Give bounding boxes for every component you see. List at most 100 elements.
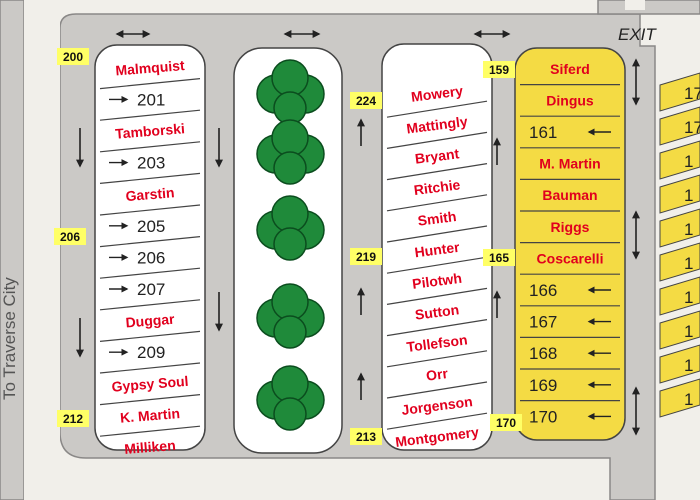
site-left-3[interactable]: 203 <box>99 154 201 184</box>
site-far-right-5[interactable]: 1 <box>659 242 700 282</box>
site-far-right-6[interactable]: 1 <box>659 276 700 316</box>
lot-number-text: 165 <box>489 251 509 265</box>
site-right-1[interactable]: Dingus <box>520 92 620 117</box>
site-middle-0[interactable]: Mowery <box>386 82 488 118</box>
site-right-5[interactable]: Riggs <box>520 219 620 244</box>
lot-number-bg <box>350 428 382 445</box>
site-middle-5[interactable]: Hunter <box>386 239 488 274</box>
site-right-11[interactable]: 170 <box>529 407 611 426</box>
site-right-7[interactable]: 166 <box>520 281 620 307</box>
lot-number-text: 212 <box>63 412 83 426</box>
column-middle-island <box>381 43 493 451</box>
site-middle-3[interactable]: Ritchie <box>386 176 488 212</box>
site-divider <box>386 225 488 243</box>
site-far-right-number: 1 <box>684 390 693 409</box>
traffic-arrows <box>76 30 640 436</box>
site-right-6[interactable]: Coscarelli <box>520 250 620 275</box>
site-name-label: Tamborski <box>115 120 186 141</box>
site-left-4[interactable]: Garstin <box>99 184 201 216</box>
site-left-1[interactable]: 201 <box>99 90 201 121</box>
site-far-right-shape <box>659 208 700 248</box>
site-left-7[interactable]: 207 <box>99 280 201 311</box>
site-far-right-2[interactable]: 1 <box>659 140 700 180</box>
site-middle-2[interactable]: Bryant <box>386 145 488 181</box>
site-far-right-shape <box>659 174 700 214</box>
site-far-right-number: 1 <box>684 322 693 341</box>
lot-number-224: 224 <box>350 92 382 109</box>
lot-number-170: 170 <box>490 414 522 431</box>
lot-number-text: 224 <box>356 94 376 108</box>
site-middle-9[interactable]: Orr <box>386 365 488 399</box>
lot-number-bg <box>54 228 86 245</box>
site-middle-8[interactable]: Tollefson <box>386 331 488 368</box>
site-divider <box>99 330 201 342</box>
site-divider <box>99 172 201 184</box>
lot-number-text: 200 <box>63 50 83 64</box>
site-far-right-shape <box>659 72 700 112</box>
site-right-4[interactable]: Bauman <box>520 187 620 212</box>
site-right-8[interactable]: 167 <box>520 313 620 338</box>
lot-number-bg <box>57 48 89 65</box>
lot-number-text: 170 <box>496 416 516 430</box>
site-number-label: 206 <box>137 248 165 267</box>
site-right-0[interactable]: Siferd <box>520 61 620 86</box>
site-name-label: Mattingly <box>406 113 469 137</box>
site-far-right-number: 1 <box>684 186 693 205</box>
site-far-right-number: 1 <box>684 152 693 171</box>
lot-number-200: 200 <box>57 48 89 65</box>
site-left-6[interactable]: 206 <box>99 248 201 279</box>
lot-number-213: 213 <box>350 428 382 445</box>
lot-number-bg <box>350 92 382 109</box>
site-far-right-0[interactable]: 17 <box>659 72 700 112</box>
site-middle-1[interactable]: Mattingly <box>386 113 488 149</box>
site-divider <box>99 394 201 406</box>
lot-number-212: 212 <box>57 410 89 427</box>
site-right-3[interactable]: M. Martin <box>520 156 620 180</box>
lot-number-text: 213 <box>356 430 376 444</box>
site-left-8[interactable]: Duggar <box>99 311 201 342</box>
site-middle-7[interactable]: Sutton <box>386 301 488 337</box>
site-far-right-8[interactable]: 1 <box>659 344 700 384</box>
site-name-label: K. Martin <box>120 405 181 426</box>
site-far-right-number: 1 <box>684 356 693 375</box>
site-left-12[interactable]: Milliken <box>124 437 176 457</box>
site-far-right-9[interactable]: 1 <box>659 378 700 418</box>
site-divider <box>386 412 488 430</box>
site-left-2[interactable]: Tamborski <box>99 120 201 153</box>
column-middle-sites: MoweryMattinglyBryantRitchieSmithHunterP… <box>386 82 488 450</box>
site-number-label: 169 <box>529 376 557 395</box>
site-name-label: Gypsy Soul <box>111 373 189 395</box>
site-number-label: 207 <box>137 280 165 299</box>
site-right-9[interactable]: 168 <box>520 344 620 370</box>
site-far-right-number: 1 <box>684 220 693 239</box>
site-left-10[interactable]: Gypsy Soul <box>99 373 201 406</box>
site-right-2[interactable]: 161 <box>520 123 620 149</box>
lot-number-bg <box>57 410 89 427</box>
site-divider <box>99 204 201 216</box>
site-far-right-1[interactable]: 17 <box>659 106 700 146</box>
site-name-label: Ritchie <box>413 176 462 198</box>
site-far-right-shape <box>659 378 700 418</box>
site-far-right-4[interactable]: 1 <box>659 208 700 248</box>
site-middle-4[interactable]: Smith <box>386 208 488 243</box>
site-far-right-shape <box>659 242 700 282</box>
site-left-5[interactable]: 205 <box>99 217 201 248</box>
site-far-right-3[interactable]: 1 <box>659 174 700 214</box>
lot-number-206: 206 <box>54 228 86 245</box>
site-number-label: 201 <box>137 90 165 109</box>
site-left-11[interactable]: K. Martin <box>99 405 201 437</box>
lot-number-text: 206 <box>60 230 80 244</box>
lot-number-165: 165 <box>483 249 515 266</box>
site-name-label: Milliken <box>124 437 176 457</box>
site-far-right-7[interactable]: 1 <box>659 310 700 350</box>
lot-number-219: 219 <box>350 248 382 265</box>
site-middle-6[interactable]: Pilotwh <box>386 270 488 305</box>
site-right-10[interactable]: 169 <box>520 376 620 402</box>
site-left-9[interactable]: 209 <box>99 343 201 374</box>
site-divider <box>99 236 201 248</box>
site-name-label: Dingus <box>546 92 594 108</box>
site-left-0[interactable]: Malmquist <box>99 57 201 90</box>
site-name-label: Coscarelli <box>537 250 604 266</box>
